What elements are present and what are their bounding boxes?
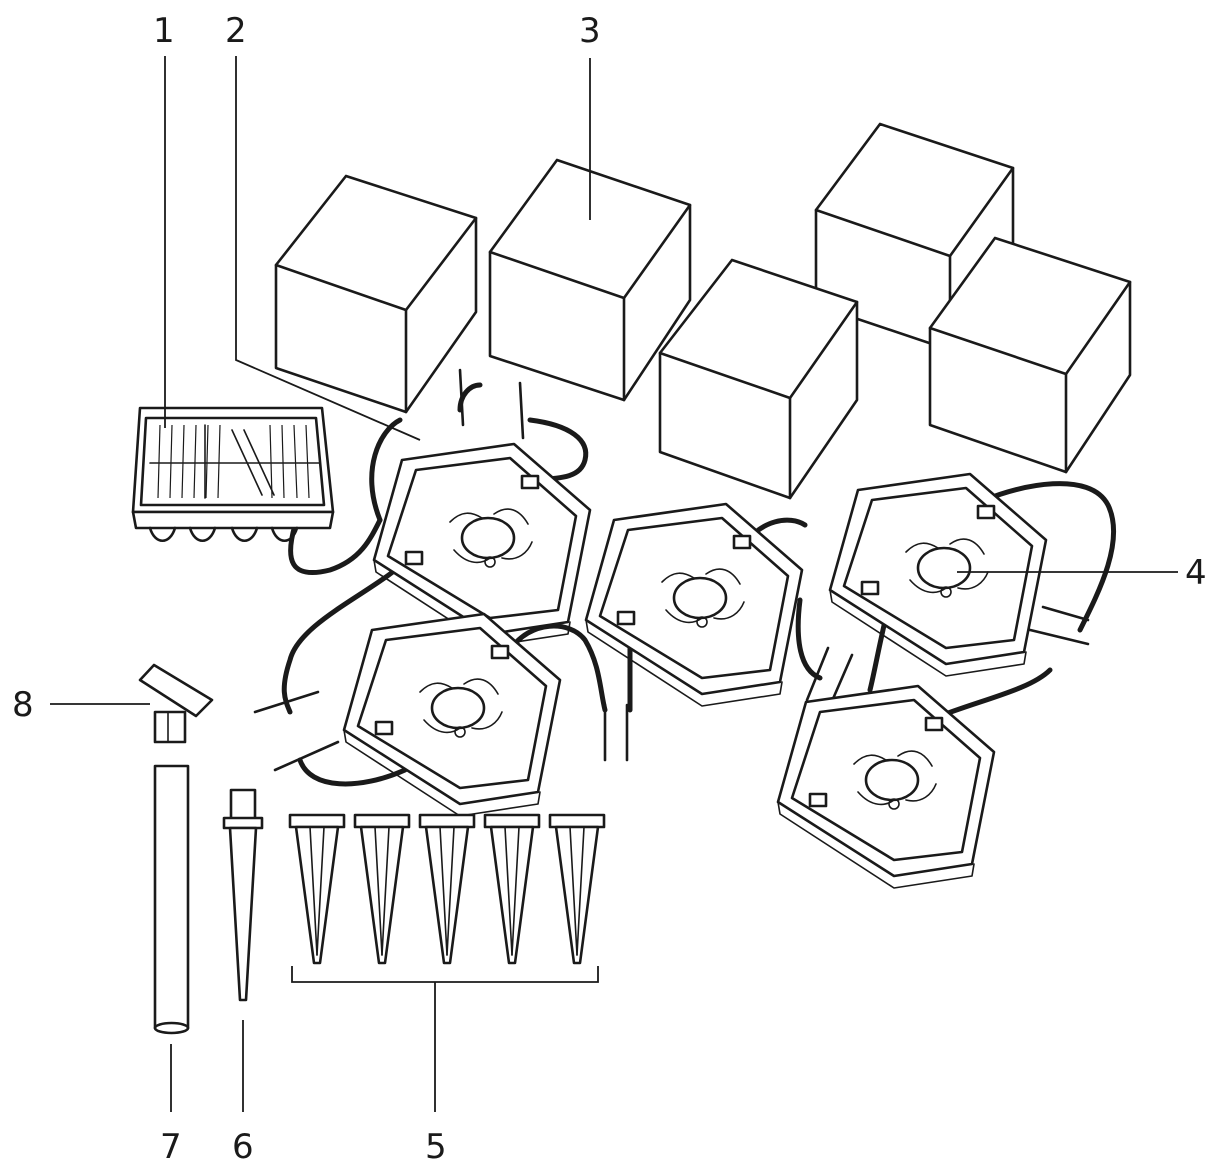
callout-1: 1 (153, 11, 175, 51)
callout-8: 8 (12, 685, 34, 725)
callout-3: 3 (579, 11, 601, 51)
leader-lines (164, 56, 1178, 573)
light-cube (274, 174, 478, 414)
light-cube (658, 258, 859, 500)
callout-6: 6 (232, 1127, 254, 1167)
callout-labels: 1 2 3 4 5 6 7 8 (12, 11, 1207, 1167)
extension-tube (153, 764, 190, 1112)
panel-connector (50, 663, 214, 744)
light-cube (488, 158, 692, 402)
panel-spike (222, 788, 264, 1112)
spike-bracket (291, 966, 599, 1112)
callout-4: 4 (1185, 553, 1207, 593)
light-cube (928, 236, 1132, 474)
cube-group (274, 122, 1132, 500)
solar-cells (149, 424, 321, 499)
callout-5: 5 (425, 1127, 447, 1167)
solar-panel (131, 406, 335, 543)
callout-7: 7 (160, 1127, 182, 1167)
ground-spike (288, 813, 346, 965)
callout-2: 2 (225, 11, 247, 51)
